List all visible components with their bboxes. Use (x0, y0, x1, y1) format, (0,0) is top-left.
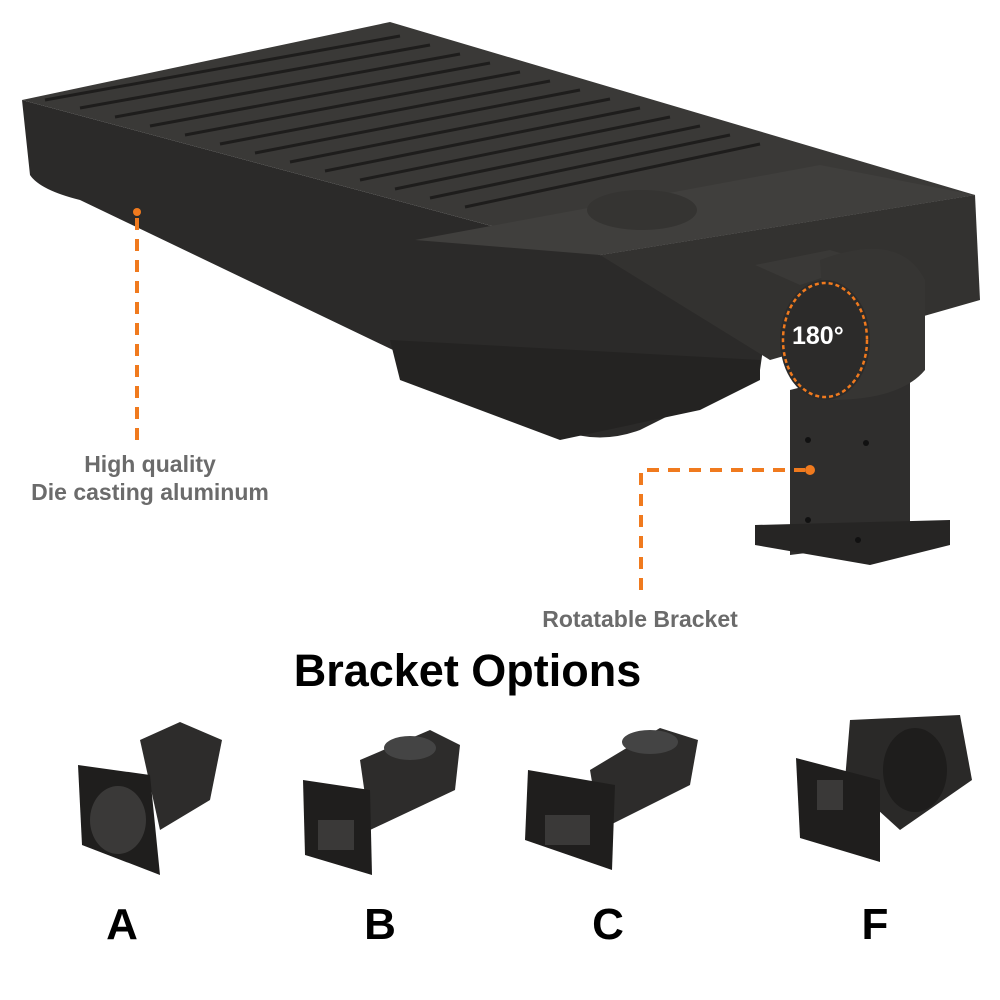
material-label-line1: High quality (84, 451, 216, 477)
sensor-cap (587, 190, 697, 230)
callout-lines (135, 218, 805, 590)
bracket-option-a-image (78, 722, 222, 875)
option-f-label: F (861, 900, 889, 949)
material-callout: High quality Die casting aluminum (0, 450, 300, 506)
option-c-label: C (592, 900, 624, 949)
bracket-option-c-image (525, 728, 698, 870)
bracket-label: Rotatable Bracket (542, 606, 738, 632)
heat-fins (44, 34, 761, 209)
bracket-option-f-image (796, 715, 972, 862)
section-title: Bracket Options (293, 645, 642, 696)
rotation-label: 180° (792, 322, 844, 350)
option-a-label: A (106, 900, 138, 949)
material-label-line2: Die casting aluminum (31, 479, 269, 505)
rotation-arrow-icon (781, 281, 869, 399)
rotatable-bracket (755, 248, 950, 565)
pivot-cylinder (780, 280, 870, 400)
bracket-option-b-image (303, 730, 460, 875)
option-b-label: B (364, 900, 396, 949)
